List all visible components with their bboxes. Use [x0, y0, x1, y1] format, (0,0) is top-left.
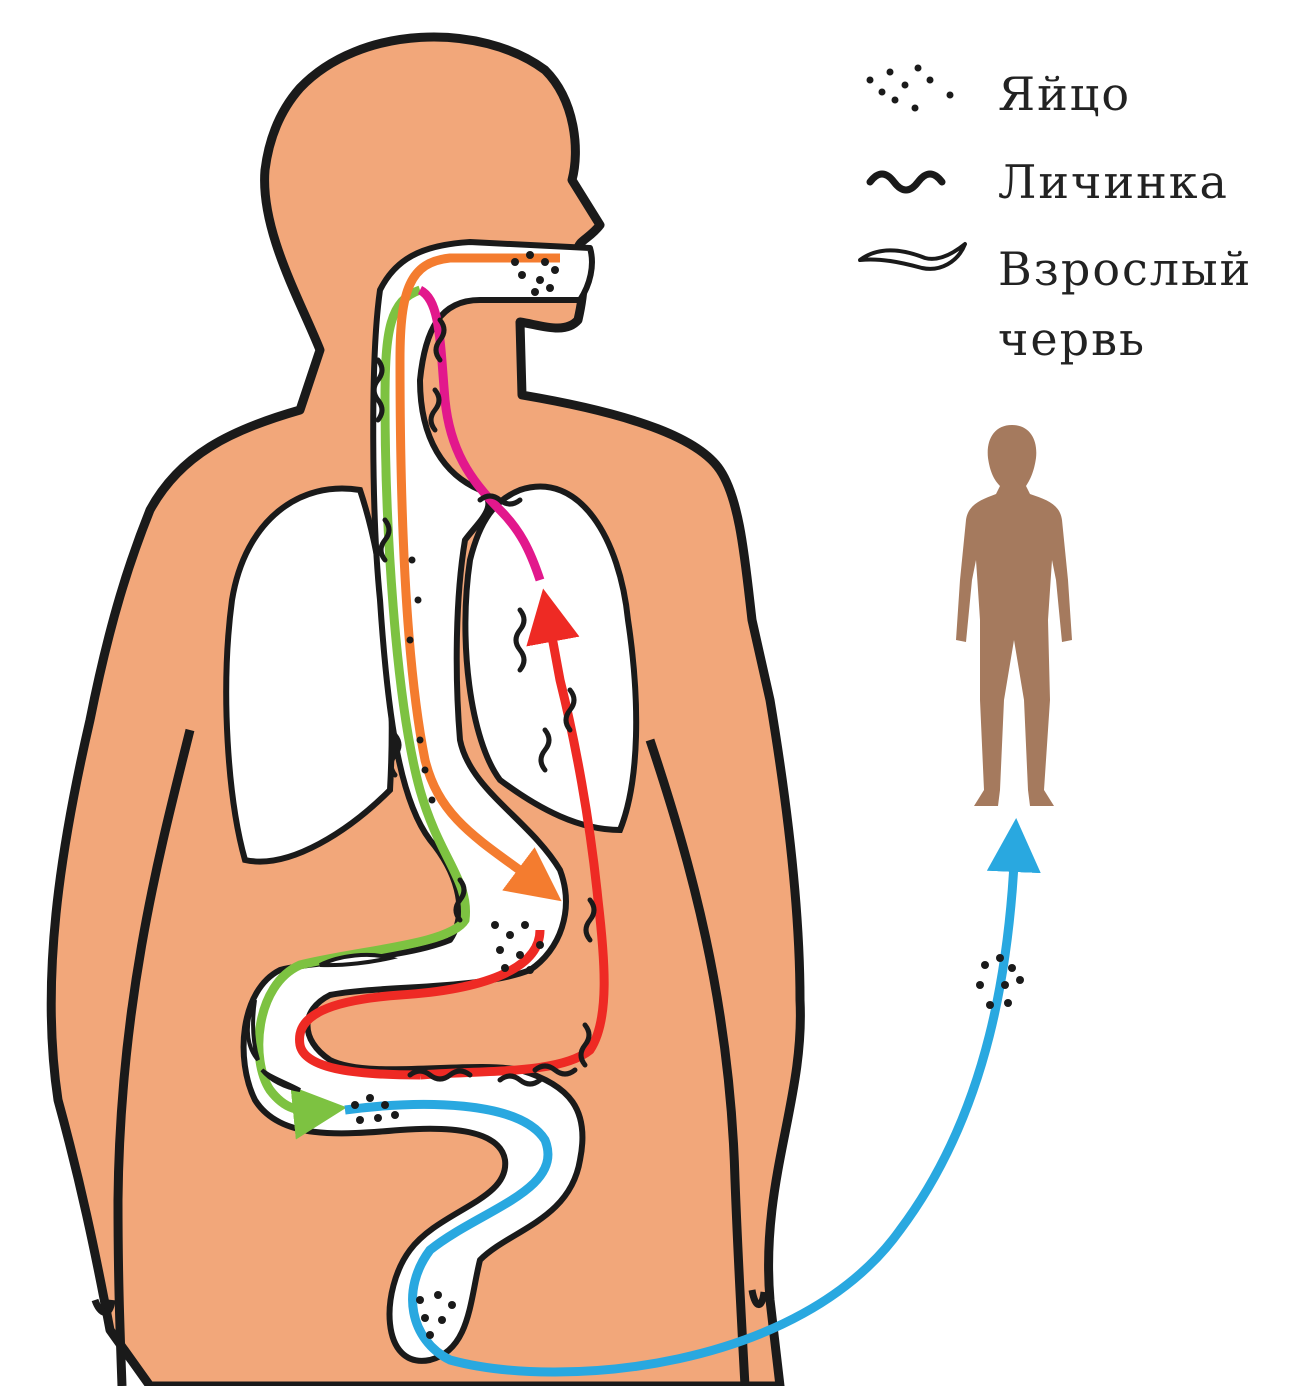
legend: Яйцо Личинка Взрослый червь	[860, 65, 1252, 367]
adult-worm-icon	[860, 244, 965, 269]
legend-egg-label: Яйцо	[998, 67, 1131, 121]
left-lung	[226, 488, 391, 861]
legend-adult-label-line2: червь	[998, 312, 1146, 366]
second-host-figure	[956, 425, 1072, 806]
legend-adult-label-line1: Взрослый	[998, 242, 1252, 296]
egg-dots-icon	[867, 65, 954, 112]
legend-larva-label: Личинка	[998, 155, 1229, 209]
larva-squiggle-icon	[870, 174, 942, 190]
